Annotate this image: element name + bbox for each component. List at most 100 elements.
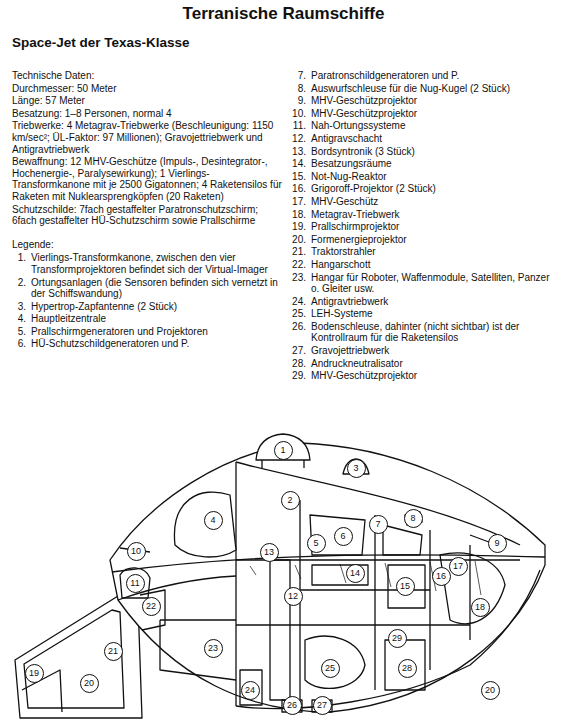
callout-text: 27: [317, 701, 327, 710]
callout-number: 20: [80, 674, 99, 693]
hull-rib: [475, 561, 481, 595]
legend-text: Andruckneutralisator: [311, 358, 556, 370]
callout-text: 11: [130, 579, 139, 588]
legend-number: 4.: [12, 313, 31, 325]
cut-edge: [236, 462, 520, 545]
callout-text: 9: [494, 539, 499, 548]
callout-text: 29: [392, 634, 402, 643]
legend-number: 26.: [292, 321, 311, 344]
callout-text: 17: [453, 562, 463, 571]
legend-row: 17.MHV-Geschütz: [292, 196, 556, 208]
legend-row: 8.Auswurfschleuse für die Nug-Kugel (2 S…: [292, 83, 556, 95]
spec-text: Triebwerke: 4 Metagrav-Triebwerke (Besch…: [12, 120, 282, 155]
spec-text: Bewaffnung: 12 MHV-Geschütze (Impuls-, D…: [12, 156, 282, 202]
legend-text: Hangarschott: [311, 259, 556, 271]
callout-number: 20: [481, 681, 500, 700]
callout-number: 16: [432, 567, 451, 586]
legend-number: 27.: [292, 345, 311, 357]
callout-number: 1: [274, 441, 293, 460]
legend-row: 20.Formenergieprojektor: [292, 234, 556, 246]
legend-number: 10.: [292, 108, 311, 120]
spec-text: Besatzung: 1–8 Personen, normal 4: [12, 108, 282, 120]
legend-number: 14.: [292, 158, 311, 170]
callout-number: 14: [346, 564, 365, 583]
legend-text: Auswurfschleuse für die Nug-Kugel (2 Stü…: [311, 83, 556, 95]
callout-text: 3: [353, 464, 358, 473]
callout-number: 19: [25, 664, 44, 683]
legend-text: Formenergieprojektor: [311, 234, 556, 246]
neutraliser: [385, 640, 425, 690]
callout-number: 12: [284, 587, 303, 606]
callout-number: 11: [126, 574, 145, 593]
callout-text: 22: [146, 602, 156, 611]
legend-row: 22.Hangarschott: [292, 259, 556, 271]
callout-text: 16: [436, 572, 446, 581]
callout-text: 24: [245, 686, 255, 695]
legend-text: Hauptleitzentrale: [31, 313, 282, 325]
legend-text: Bordsyntronik (3 Stück): [311, 146, 556, 158]
legend-text: MHV-Geschützprojektor: [311, 108, 556, 120]
callout-text: 10: [131, 547, 141, 556]
cabins: [312, 565, 425, 608]
callout-number: 17: [449, 557, 468, 576]
legend-number: 9.: [292, 95, 311, 107]
legend-text: Nah-Ortungssysteme: [311, 120, 556, 132]
leh-room: [305, 636, 365, 688]
callout-text: 15: [400, 582, 410, 591]
legend-text: MHV-Geschützprojektor: [311, 95, 556, 107]
legend-number: 20.: [292, 234, 311, 246]
callout-number: 7: [369, 515, 388, 534]
legend-text: Antigravschacht: [311, 133, 556, 145]
spec-text: Durchmesser: 50 Meter: [12, 83, 282, 95]
legend-text: Grigoroff-Projektor (2 Stück): [311, 183, 556, 195]
hull-rib: [385, 563, 391, 587]
callout-text: 2: [287, 496, 292, 505]
hangar-door: [140, 590, 165, 630]
callout-text: 19: [29, 669, 39, 678]
legend-row: 14.Besatzungsräume: [292, 158, 556, 170]
callout-text: 18: [475, 603, 485, 612]
legend-text: Antigravtriebwerk: [311, 296, 556, 308]
legend-row: 9.MHV-Geschützprojektor: [292, 95, 556, 107]
callout-number: 27: [313, 696, 332, 715]
callout-number: 9: [488, 534, 507, 553]
spec-text: Schutzschilde: 7fach gestaffelter Paratr…: [12, 204, 282, 227]
legend-text: Not-Nug-Reaktor: [311, 171, 556, 183]
legend-number: 17.: [292, 196, 311, 208]
legend-number: 19.: [292, 221, 311, 233]
callout-number: 24: [241, 681, 260, 700]
callout-number: 2: [281, 491, 300, 510]
legend-row: 10.MHV-Geschützprojektor: [292, 108, 556, 120]
callout-text: 7: [375, 520, 380, 529]
callout-number: 23: [204, 639, 223, 658]
legend-number: 13.: [292, 146, 311, 158]
legend-row: 5.Prallschirmgeneratoren und Projektoren: [12, 326, 282, 338]
legend-row: 23.Hangar für Roboter, Waffenmodule, Sat…: [292, 272, 556, 295]
legend-number: 21.: [292, 246, 311, 258]
legend-text: Prallschirmgeneratoren und Projektoren: [31, 326, 282, 338]
hull-wedge: [15, 596, 142, 718]
legend-row: 11.Nah-Ortungssysteme: [292, 120, 556, 132]
legend-text: Bodenschleuse, dahinter (nicht sichtbar)…: [311, 321, 556, 344]
legend-row: 29.MHV-Geschützprojektor: [292, 370, 556, 382]
callout-text: 1: [280, 446, 285, 455]
legend-number: 6.: [12, 338, 31, 350]
legend-number: 1.: [12, 252, 31, 275]
top-dome: [256, 434, 310, 460]
callout-number: 10: [127, 542, 146, 561]
legend-row: 26.Bodenschleuse, dahinter (nicht sichtb…: [292, 321, 556, 344]
legend-number: 28.: [292, 358, 311, 370]
legend-number: 8.: [292, 83, 311, 95]
legend-row: 18.Metagrav-Triebwerk: [292, 209, 556, 221]
callout-number: 13: [260, 543, 279, 562]
legend-text: Traktorstrahler: [311, 246, 556, 258]
hull-rib: [295, 565, 301, 579]
engine-block: [440, 553, 505, 624]
legend-row: 2.Ortungsanlagen (die Sensoren befinden …: [12, 277, 282, 300]
legend-text: Hypertrop-Zapfantenne (2 Stück): [31, 301, 282, 313]
legend-number: 15.: [292, 171, 311, 183]
legend-row: 6.HÜ-Schutzschildgeneratoren und P.: [12, 338, 282, 350]
legend-row: 28.Andruckneutralisator: [292, 358, 556, 370]
page-title: Terranische Raumschiffe: [0, 4, 567, 24]
hull-rib: [250, 566, 256, 575]
